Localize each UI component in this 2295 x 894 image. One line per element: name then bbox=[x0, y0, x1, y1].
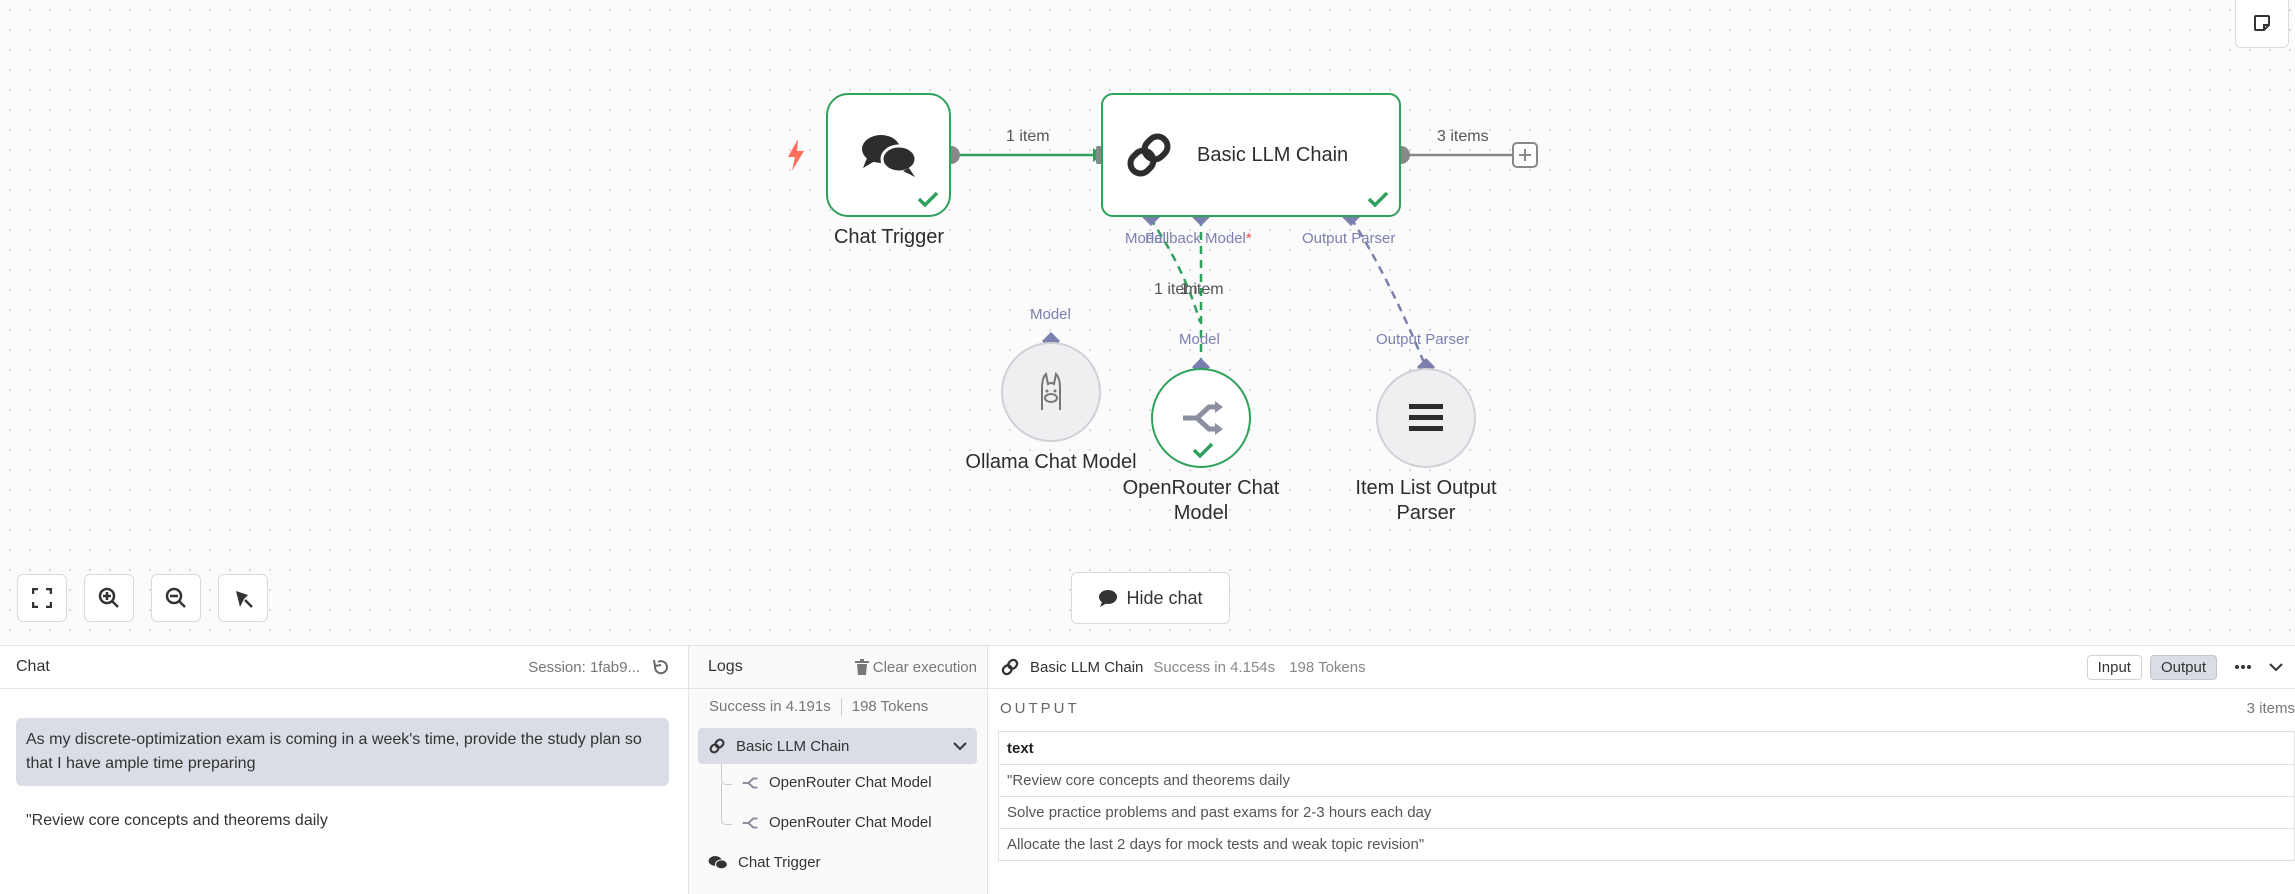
item-list-port-label: Output Parser bbox=[1376, 331, 1470, 348]
chat-title: Chat bbox=[16, 658, 50, 675]
table-row: Solve practice problems and past exams f… bbox=[998, 797, 2295, 829]
chat-bubbles-icon bbox=[861, 135, 917, 177]
port-label-model: Model bbox=[1125, 230, 1166, 247]
hide-chat-button[interactable]: Hide chat bbox=[1071, 572, 1230, 624]
table-row: Allocate the last 2 days for mock tests … bbox=[998, 829, 2295, 861]
port-label-output-parser: Output Parser bbox=[1302, 230, 1396, 247]
trash-icon bbox=[854, 659, 869, 675]
output-status: Success in 4.154s bbox=[1153, 658, 1276, 676]
logs-title: Logs bbox=[708, 658, 743, 675]
clear-execution-label: Clear execution bbox=[872, 658, 977, 676]
list-icon bbox=[1409, 404, 1443, 431]
tidy-up-button[interactable] bbox=[218, 574, 268, 622]
tree-connector bbox=[721, 784, 732, 825]
log-entry-openrouter-1[interactable]: OpenRouter Chat Model bbox=[741, 774, 932, 791]
basic-llm-chain-node[interactable]: Basic LLM Chain bbox=[1101, 93, 1401, 217]
edge-label-chain-output: 3 items bbox=[1437, 128, 1489, 145]
item-list-output-parser-label: Item List Output Parser bbox=[1355, 477, 1497, 524]
sticky-note-button[interactable] bbox=[2235, 0, 2289, 48]
logs-panel: Logs Clear execution Success in 4.191s 19… bbox=[689, 646, 988, 894]
refresh-session-icon[interactable] bbox=[652, 658, 670, 676]
log-entry-label: OpenRouter Chat Model bbox=[769, 774, 932, 791]
fit-view-button[interactable] bbox=[17, 574, 67, 622]
output-table: text "Review core concepts and theorems … bbox=[998, 731, 2295, 861]
item-list-output-parser-node[interactable] bbox=[1376, 368, 1476, 468]
logs-header: Logs Clear execution bbox=[689, 646, 987, 689]
chat-trigger-label: Chat Trigger bbox=[833, 226, 945, 248]
openrouter-chat-model-label: OpenRouter Chat Model bbox=[1122, 477, 1280, 524]
ollama-port-label: Model bbox=[1030, 306, 1071, 323]
logs-tokens: 198 Tokens bbox=[851, 698, 929, 715]
openrouter-chat-model-node[interactable] bbox=[1151, 368, 1251, 468]
log-entry-basic-llm-chain[interactable]: Basic LLM Chain bbox=[698, 728, 977, 764]
clear-execution-button[interactable]: Clear execution bbox=[854, 658, 977, 676]
tidy-up-icon bbox=[236, 591, 253, 608]
log-entry-openrouter-2[interactable]: OpenRouter Chat Model bbox=[741, 814, 932, 831]
chat-trigger-node[interactable] bbox=[826, 93, 951, 217]
connection-model-ollama bbox=[1148, 217, 1202, 323]
chat-bubbles-icon bbox=[708, 855, 728, 869]
bottom-panel: Chat Session: 1fab9... As my discrete-op… bbox=[0, 645, 2295, 894]
table-row: "Review core concepts and theorems daily bbox=[998, 765, 2295, 797]
edge-label-model-b: 1 item bbox=[1180, 281, 1224, 298]
sticky-note-icon bbox=[2254, 15, 2270, 31]
chat-bot-message: "Review core concepts and theorems daily bbox=[26, 812, 328, 829]
fit-view-icon bbox=[32, 588, 52, 608]
workflow-canvas[interactable]: Chat Trigger 1 item Basic LLM Chain 3 it… bbox=[0, 0, 2295, 645]
success-check-icon bbox=[1367, 191, 1389, 207]
success-check-icon bbox=[1192, 442, 1214, 458]
chat-bubble-icon bbox=[1099, 590, 1118, 607]
zoom-in-icon bbox=[98, 587, 119, 608]
openrouter-port-label: Model bbox=[1179, 331, 1220, 348]
edge-label-trigger-chain: 1 item bbox=[1006, 128, 1050, 145]
link-chain-icon bbox=[1127, 133, 1171, 177]
chat-user-message: As my discrete-optimization exam is comi… bbox=[16, 718, 669, 786]
edge-label-model-a: 1 item bbox=[1154, 281, 1198, 298]
port-label-fallback-model: Fallback Model* bbox=[1145, 230, 1252, 247]
openrouter-icon bbox=[742, 776, 758, 789]
logs-status: Success in 4.191s bbox=[709, 698, 831, 715]
openrouter-icon bbox=[1183, 401, 1223, 435]
llama-icon bbox=[1041, 372, 1061, 410]
trigger-bolt-icon bbox=[788, 139, 804, 171]
log-entry-label: OpenRouter Chat Model bbox=[769, 814, 932, 831]
input-tab[interactable]: Input bbox=[2086, 654, 2142, 680]
chat-panel: Chat Session: 1fab9... As my discrete-op… bbox=[0, 646, 689, 894]
output-panel: Basic LLM Chain Success in 4.154s 198 To… bbox=[988, 646, 2295, 894]
success-check-icon bbox=[917, 191, 939, 207]
logs-summary: Success in 4.191s 198 Tokens bbox=[709, 698, 928, 716]
log-entry-chat-trigger[interactable]: Chat Trigger bbox=[708, 854, 821, 871]
log-entry-label: Chat Trigger bbox=[738, 854, 821, 871]
table-header-text: text bbox=[998, 731, 2295, 765]
output-tokens: 198 Tokens bbox=[1289, 658, 1366, 676]
output-tab[interactable]: Output bbox=[2149, 654, 2217, 680]
link-chain-icon bbox=[709, 738, 725, 754]
openrouter-icon bbox=[742, 816, 758, 829]
hide-chat-label: Hide chat bbox=[1126, 587, 1203, 608]
basic-llm-chain-title: Basic LLM Chain bbox=[1197, 143, 1349, 166]
output-item-count: 3 items bbox=[2246, 700, 2295, 717]
chat-header: Chat Session: 1fab9... bbox=[0, 646, 688, 689]
chevron-down-icon[interactable] bbox=[2269, 662, 2283, 672]
log-entry-label: Basic LLM Chain bbox=[736, 737, 850, 755]
ollama-chat-model-node[interactable] bbox=[1001, 342, 1101, 442]
link-chain-icon bbox=[1001, 658, 1019, 676]
output-section-title: OUTPUT bbox=[1000, 700, 1080, 717]
more-options-icon[interactable] bbox=[2235, 665, 2251, 669]
session-id: Session: 1fab9... bbox=[528, 658, 640, 676]
output-node-name: Basic LLM Chain bbox=[1030, 658, 1144, 676]
zoom-out-button[interactable] bbox=[151, 574, 201, 622]
zoom-out-icon bbox=[165, 587, 186, 608]
zoom-in-button[interactable] bbox=[84, 574, 134, 622]
tree-connector bbox=[721, 764, 732, 785]
connection-output-parser bbox=[1349, 217, 1427, 366]
chevron-down-icon[interactable] bbox=[953, 741, 967, 751]
output-header: Basic LLM Chain Success in 4.154s 198 To… bbox=[988, 646, 2295, 689]
ollama-chat-model-label: Ollama Chat Model bbox=[965, 451, 1137, 473]
